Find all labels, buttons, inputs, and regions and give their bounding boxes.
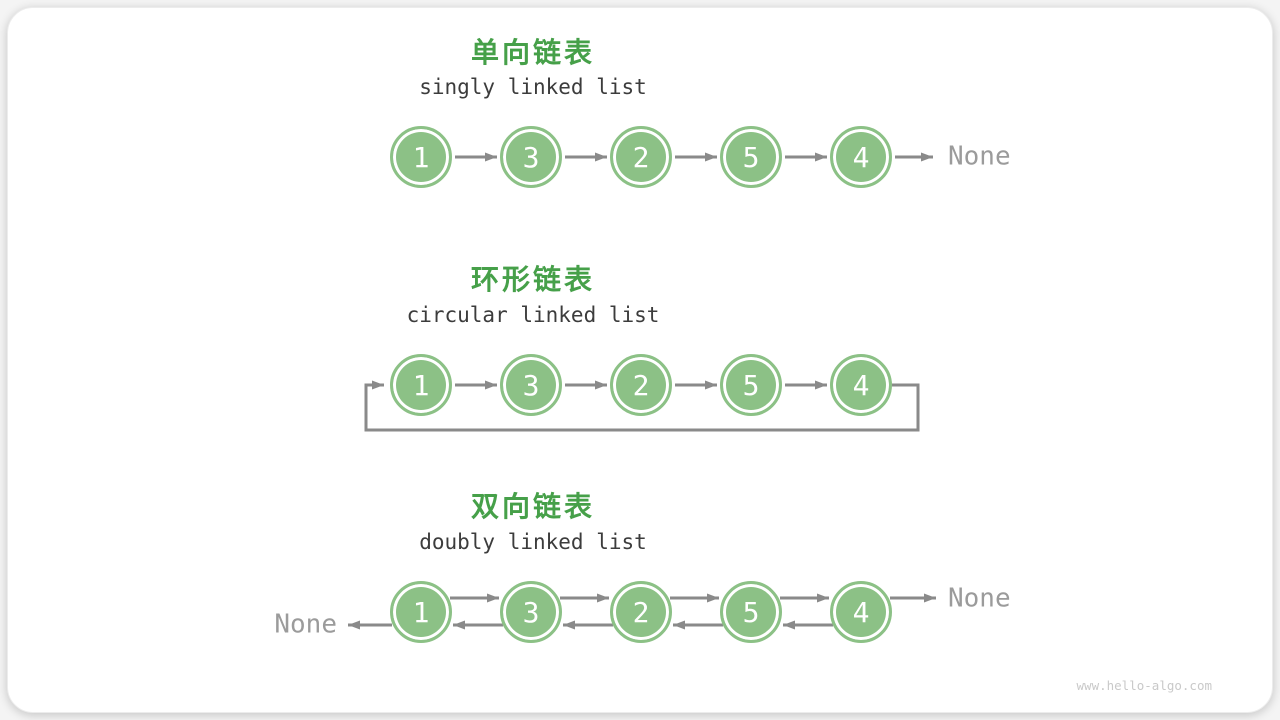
none-label: None [274, 609, 337, 640]
list-node: 4 [830, 581, 892, 643]
section-title-zh: 单向链表 [470, 36, 595, 69]
section-title-zh: 双向链表 [470, 490, 595, 523]
list-node: 4 [830, 126, 892, 188]
none-label: None [948, 583, 1011, 614]
watermark: www.hello-algo.com [1076, 678, 1212, 693]
section-doubly-title-block: 双向链表 [333, 492, 733, 522]
none-label: None [948, 141, 1011, 172]
section-title-zh: 环形链表 [470, 263, 595, 296]
section-title-en: doubly linked list [419, 530, 647, 554]
section-title-en: singly linked list [419, 75, 647, 99]
section-singly-title-block: 单向链表 [333, 38, 733, 68]
list-node: 2 [610, 354, 672, 416]
list-node: 4 [830, 354, 892, 416]
list-node: 3 [500, 581, 562, 643]
list-node: 2 [610, 126, 672, 188]
list-node: 3 [500, 354, 562, 416]
list-node: 1 [390, 354, 452, 416]
list-node: 5 [720, 354, 782, 416]
list-node: 5 [720, 581, 782, 643]
section-circular-subtitle-block: circular linked list [333, 302, 733, 328]
section-doubly-subtitle-block: doubly linked list [333, 529, 733, 555]
list-node: 5 [720, 126, 782, 188]
list-node: 2 [610, 581, 672, 643]
list-node: 1 [390, 126, 452, 188]
section-singly-subtitle-block: singly linked list [333, 74, 733, 100]
section-circular-title-block: 环形链表 [333, 265, 733, 295]
section-title-en: circular linked list [406, 303, 660, 327]
list-node: 3 [500, 126, 562, 188]
list-node: 1 [390, 581, 452, 643]
